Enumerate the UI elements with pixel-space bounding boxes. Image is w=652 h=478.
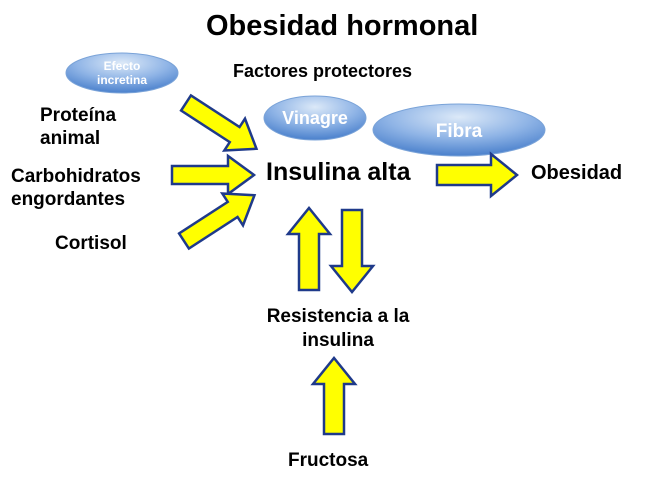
diagram-title: Obesidad hormonal (206, 10, 479, 42)
protective-factors-label: Factores protectores (233, 61, 413, 81)
arrow-carbs-to-insulin (170, 153, 257, 197)
arrow-insulin-to-obesity (435, 151, 519, 199)
fattening-carbs-label: Carbohidratos engordantes (11, 166, 141, 210)
high-insulin-label: Insulina alta (266, 158, 411, 186)
incretin-bubble-line1: Efecto (104, 59, 141, 73)
animal-protein-label: Proteína animal (40, 105, 117, 149)
cortisol-label: Cortisol (55, 233, 127, 254)
insulin-resistance-label: Resistencia a la insulina (266, 306, 410, 351)
vinegar-bubble: Vinagre (263, 95, 367, 141)
vinegar-bubble-label: Vinagre (282, 108, 348, 128)
incretin-bubble: Efecto incretina (65, 52, 179, 94)
arrow-fructose-to-resistance (310, 356, 358, 436)
arrow-protein-to-insulin (179, 93, 259, 152)
incretin-bubble-line2: incretina (97, 73, 147, 87)
arrow-insulin-to-resistance (328, 208, 376, 294)
fiber-bubble-label: Fibra (436, 121, 483, 142)
fiber-bubble: Fibra (372, 103, 546, 157)
fructose-label: Fructosa (288, 450, 369, 471)
arrow-cortisol-to-insulin (177, 192, 257, 251)
obesity-label: Obesidad (531, 162, 623, 184)
arrow-resistance-to-insulin (285, 206, 333, 292)
